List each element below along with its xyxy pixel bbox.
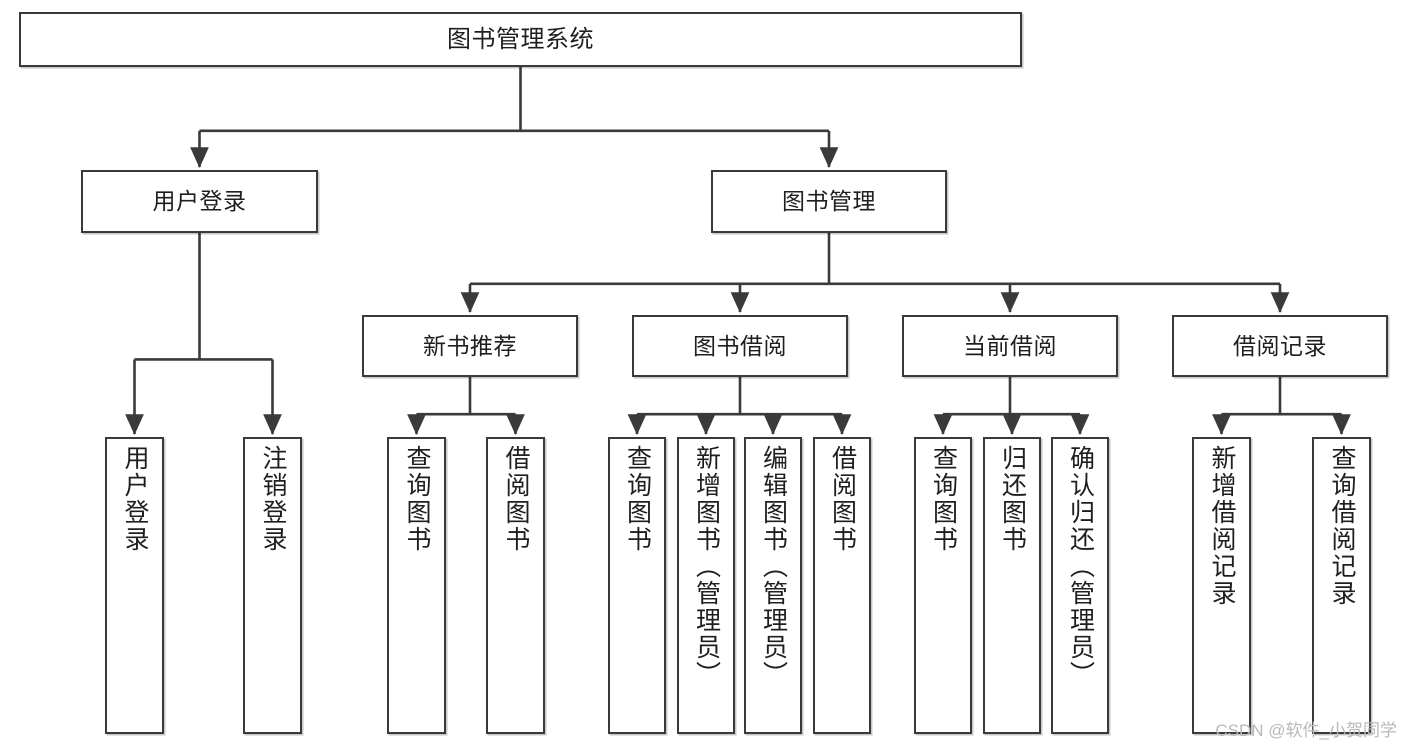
node-leaf-query-borrow-record-label: 查询借阅记录 <box>1328 445 1356 607</box>
node-borrow-record-label: 借阅记录 <box>1233 332 1327 359</box>
node-book-manage-label: 图书管理 <box>782 188 876 215</box>
node-current-borrow-label: 当前借阅 <box>963 332 1057 359</box>
node-user-login[interactable]: 用户登录 <box>81 170 318 233</box>
node-leaf-return-book[interactable]: 归还图书 <box>983 437 1041 734</box>
node-book-borrow-label: 图书借阅 <box>693 332 787 359</box>
node-book-manage[interactable]: 图书管理 <box>711 170 947 233</box>
node-leaf-confirm-return[interactable]: 确认归还（管理员） <box>1051 437 1109 734</box>
node-leaf-query-book-borrow[interactable]: 查询图书 <box>608 437 666 734</box>
node-leaf-query-borrow-record[interactable]: 查询借阅记录 <box>1312 437 1371 734</box>
node-leaf-logout-login-label: 注销登录 <box>259 445 287 553</box>
node-root[interactable]: 图书管理系统 <box>19 12 1022 67</box>
node-leaf-return-book-label: 归还图书 <box>998 445 1027 553</box>
node-new-book-recommend[interactable]: 新书推荐 <box>362 315 578 377</box>
node-leaf-add-borrow-record[interactable]: 新增借阅记录 <box>1192 437 1251 734</box>
node-leaf-user-login-label: 用户登录 <box>121 445 149 553</box>
node-leaf-add-book-admin-label: 新增图书（管理员） <box>692 445 721 688</box>
node-leaf-user-login[interactable]: 用户登录 <box>105 437 164 734</box>
node-leaf-query-book-borrow-label: 查询图书 <box>623 445 652 553</box>
node-leaf-borrow-book-label: 借阅图书 <box>828 445 857 553</box>
node-root-label: 图书管理系统 <box>447 25 594 53</box>
node-leaf-add-borrow-record-label: 新增借阅记录 <box>1208 445 1236 607</box>
node-current-borrow[interactable]: 当前借阅 <box>902 315 1118 377</box>
node-leaf-logout-login[interactable]: 注销登录 <box>243 437 302 734</box>
node-book-borrow[interactable]: 图书借阅 <box>632 315 848 377</box>
node-leaf-confirm-return-label: 确认归还（管理员） <box>1066 445 1095 688</box>
node-leaf-add-book-admin[interactable]: 新增图书（管理员） <box>677 437 735 734</box>
node-leaf-borrow-book[interactable]: 借阅图书 <box>813 437 871 734</box>
node-leaf-query-book-current[interactable]: 查询图书 <box>914 437 972 734</box>
node-leaf-borrow-book-new-label: 借阅图书 <box>502 445 530 553</box>
node-leaf-edit-book-admin-label: 编辑图书（管理员） <box>759 445 788 688</box>
node-leaf-query-book-new-label: 查询图书 <box>403 445 431 553</box>
node-new-book-recommend-label: 新书推荐 <box>423 332 517 359</box>
node-borrow-record[interactable]: 借阅记录 <box>1172 315 1388 377</box>
node-leaf-borrow-book-new[interactable]: 借阅图书 <box>486 437 545 734</box>
node-leaf-query-book-new[interactable]: 查询图书 <box>387 437 446 734</box>
watermark: CSDN @软件_小贺同学 <box>1215 721 1397 740</box>
node-user-login-label: 用户登录 <box>152 188 247 215</box>
node-leaf-edit-book-admin[interactable]: 编辑图书（管理员） <box>744 437 802 734</box>
node-leaf-query-book-current-label: 查询图书 <box>929 445 958 553</box>
